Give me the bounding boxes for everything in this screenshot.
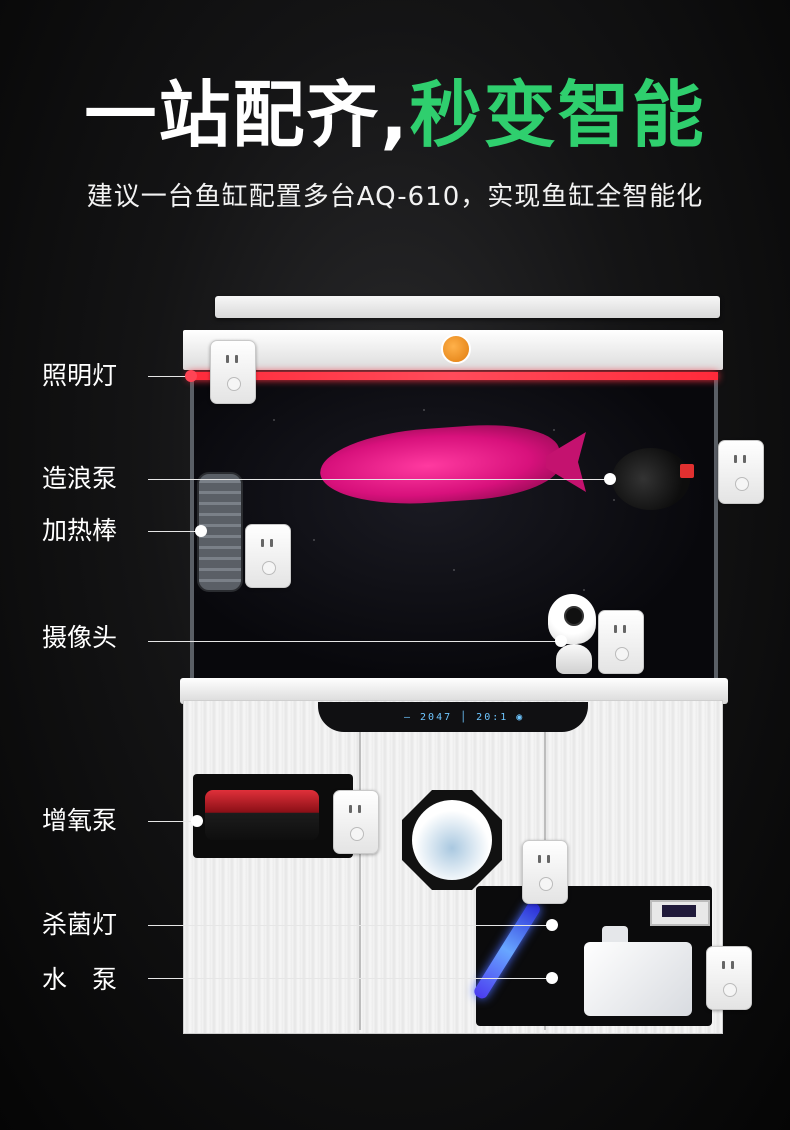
wave-pump-icon [612,448,690,510]
pump-controller [650,900,710,926]
label-lighting: 照明灯 [42,361,118,390]
headline-part2: 秒变智能 [409,73,706,157]
callout-dot-uv-lamp [546,919,558,931]
callout-dot-lighting [185,370,197,382]
subtitle: 建议一台鱼缸配置多台AQ-610，实现鱼缸全智能化 [86,182,704,212]
callout-line-uv-lamp [148,925,552,926]
light-strip [188,372,718,380]
callout-line-water-pump [148,978,552,979]
label-water-pump: 水 泵 [42,965,118,994]
label-wave-pump: 造浪泵 [42,464,118,493]
water-pump-icon [584,942,692,1016]
air-pump-icon [205,790,319,840]
camera-lens [564,606,584,626]
callout-line-camera [148,641,560,642]
callout-line-lighting [148,376,190,377]
smart-socket-icon [245,524,291,588]
callout-dot-wave-pump [604,473,616,485]
cabinet-door-left [183,705,361,1030]
tank-base [180,678,728,704]
label-air-pump: 增氧泵 [42,806,118,835]
smart-socket-icon [333,790,379,854]
label-camera: 摄像头 [42,623,118,652]
logo-icon [441,334,471,364]
camera-stand [556,644,592,674]
callout-dot-air-pump [191,815,203,827]
smart-socket-icon [718,440,764,504]
label-uv-lamp: 杀菌灯 [42,910,118,939]
headline: 一站配齐,秒变智能 [0,70,790,160]
callout-line-wave-pump [148,479,610,480]
callout-dot-heater [195,525,207,537]
smart-socket-icon [598,610,644,674]
porthole-painting [412,800,492,880]
smart-socket-icon [706,946,752,1010]
headline-part1: 一站配齐, [84,73,410,157]
smart-socket-icon [522,840,568,904]
label-heater: 加热棒 [42,516,118,545]
callout-dot-camera [555,635,567,647]
controller-display: — 2047 │ 20:1 ◉ [404,712,525,723]
callout-line-heater [148,531,200,532]
pump-controller-screen [662,905,696,917]
callout-dot-water-pump [546,972,558,984]
callout-line-air-pump [148,821,196,822]
tank-lid [215,296,720,318]
control-panel [318,702,588,732]
wave-pump-red-cap [680,464,694,478]
smart-socket-icon [210,340,256,404]
